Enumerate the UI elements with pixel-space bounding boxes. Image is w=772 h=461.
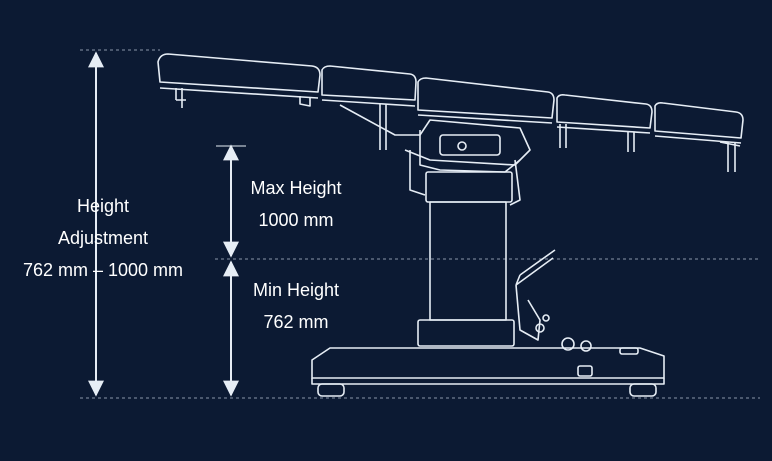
pump-lever (515, 249, 556, 286)
tabletop-thigh-section (556, 94, 653, 129)
height-adjustment-label: Height Adjustment 762 mm – 1000 mm (8, 190, 198, 286)
max-height-value: 1000 mm (258, 210, 334, 230)
tabletop-head-section (157, 53, 321, 93)
table-base (311, 347, 665, 379)
height-adjustment-range: 762 mm – 1000 mm (22, 260, 184, 280)
dimension-arrows (88, 51, 246, 397)
tabletop-back-section (321, 65, 417, 101)
max-height-title: Max Height (250, 178, 342, 198)
column-main (429, 201, 507, 321)
height-adjustment-line2: Adjustment (57, 228, 149, 248)
guide-lines (80, 49, 760, 399)
max-height-label: Max Height 1000 mm (236, 172, 356, 236)
column-base-collar (417, 319, 515, 347)
operating-table (157, 53, 744, 397)
wheel-right (629, 383, 657, 397)
wheel-left (317, 383, 345, 397)
height-adjustment-line1: Height (76, 196, 130, 216)
control-knob (561, 337, 575, 351)
column-upper (425, 171, 513, 203)
min-height-title: Min Height (252, 280, 340, 300)
min-height-label: Min Height 762 mm (236, 274, 356, 338)
tabletop-leg-section (654, 102, 744, 139)
tabletop-seat-section (417, 77, 555, 119)
tilt-mechanism (339, 104, 531, 166)
min-height-value: 762 mm (263, 312, 329, 332)
